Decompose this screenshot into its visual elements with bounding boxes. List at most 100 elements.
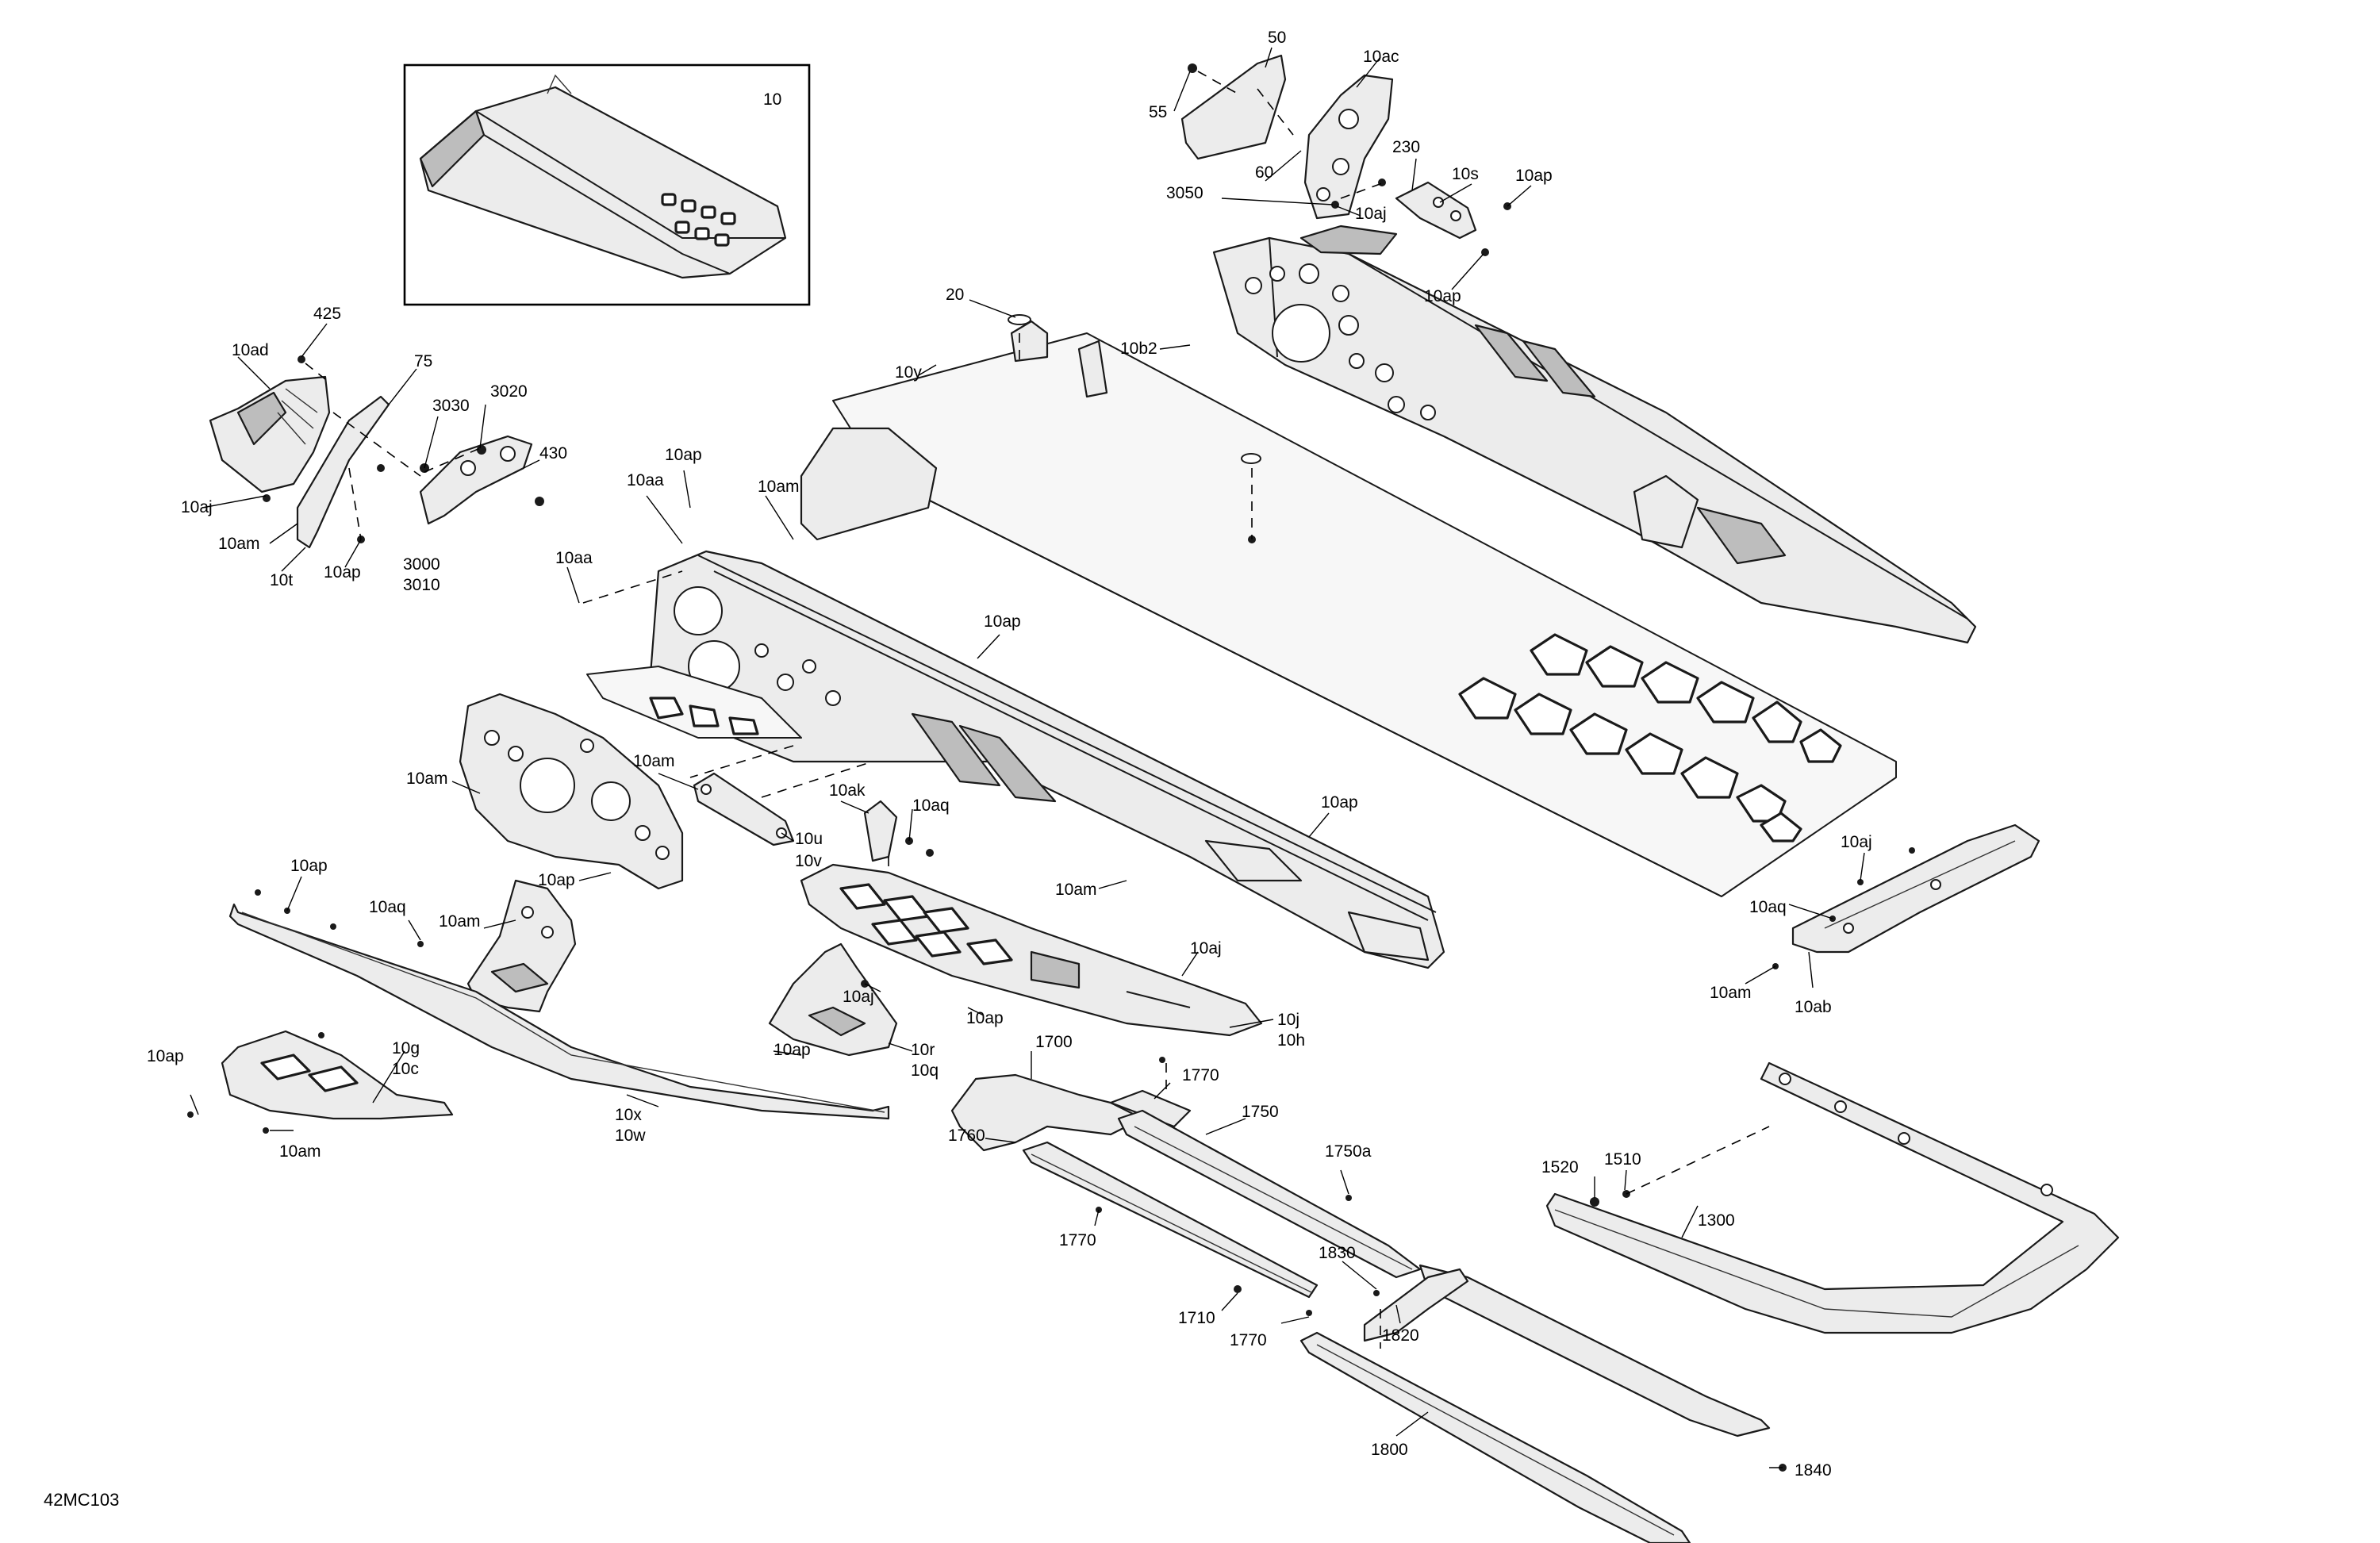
callout-label: 10am — [1710, 984, 1752, 1002]
callout-label: 1700 — [1035, 1033, 1073, 1051]
callout-label: 10g — [392, 1039, 420, 1057]
callout-label: 10q — [911, 1061, 939, 1080]
center-brackets — [693, 772, 934, 862]
callout-label: 10am — [1055, 881, 1097, 899]
callout-labels: 50 55 10ac 60 230 10s 10ap 3050 10aj 10a… — [147, 29, 1872, 1480]
callout-label: 10ap — [966, 1009, 1004, 1027]
callout-label: 10aa — [555, 549, 593, 567]
callout-label: 10aq — [369, 898, 406, 916]
callout-label: 1800 — [1371, 1441, 1408, 1459]
leader-lines — [190, 47, 1865, 1468]
callout-label: 10ad — [232, 341, 269, 359]
callout-label: 10ap — [538, 871, 575, 889]
rear-bumper-1300 — [1545, 1061, 2120, 1334]
callout-label: 10ap — [324, 563, 361, 582]
callout-label: 10ac — [1363, 48, 1399, 66]
front-skid-10g — [187, 1030, 454, 1134]
callout-label: 1770 — [1182, 1066, 1219, 1084]
callout-label: 10y — [895, 363, 922, 382]
callout-label: 10aj — [1190, 939, 1222, 958]
callout-label: 60 — [1255, 163, 1273, 182]
support-bracket-10ac — [1303, 74, 1394, 220]
callout-label: 1840 — [1795, 1461, 1832, 1480]
top-right-bracket-group — [1180, 54, 1511, 256]
callout-label: 10ap — [1515, 167, 1553, 185]
callout-label: 10v — [795, 852, 822, 870]
callout-label: 10s — [1452, 165, 1479, 183]
inset-frame-drawing — [419, 74, 787, 279]
diagram-reference-code: 42MC103 — [44, 1490, 119, 1510]
callout-label: 10h — [1277, 1031, 1305, 1050]
callout-label: 10u — [795, 830, 823, 848]
callout-label: 1750a — [1325, 1142, 1372, 1161]
inset-assembly-view: 10 — [403, 63, 811, 306]
left-upper-brackets — [209, 355, 544, 549]
inset-label: 10 — [763, 90, 781, 109]
arm-10t — [296, 395, 390, 549]
callout-label: 10am — [218, 535, 260, 553]
callout-label: 3010 — [403, 576, 440, 594]
bracket-10am-left — [466, 879, 577, 1013]
callout-label: 50 — [1268, 29, 1286, 47]
callout-label: 55 — [1149, 103, 1167, 121]
callout-label: 10aq — [1749, 898, 1787, 916]
callout-label: 10aq — [912, 796, 950, 815]
callout-label: 75 — [414, 352, 432, 370]
callout-label: 1510 — [1604, 1150, 1641, 1169]
callout-label: 10ap — [665, 446, 702, 464]
callout-label: 425 — [313, 305, 341, 323]
callout-label: 1750 — [1242, 1103, 1279, 1121]
callout-label: 10aa — [627, 471, 664, 489]
tunnel-top-plate — [800, 314, 1897, 897]
callout-label: 1300 — [1698, 1211, 1735, 1230]
callout-label: 10ap — [1424, 287, 1461, 305]
callout-label: 10ap — [1321, 793, 1358, 812]
callout-label: 10t — [270, 571, 293, 589]
callout-label: 10am — [758, 478, 800, 496]
callout-label: 10w — [615, 1127, 646, 1145]
callout-label: 10ap — [774, 1041, 811, 1059]
callout-label: 10am — [439, 912, 481, 931]
callout-label: 3000 — [403, 555, 440, 574]
callout-label: 10am — [279, 1142, 321, 1161]
callout-label: 1820 — [1382, 1326, 1419, 1345]
callout-label: 20 — [946, 286, 964, 304]
bracket-10ak — [863, 800, 898, 862]
rear-crossbar-10ab — [1772, 823, 2040, 969]
callout-label: 10ap — [147, 1047, 184, 1065]
assembly-guide-lines — [582, 88, 1770, 1349]
callout-label: 10am — [406, 770, 448, 788]
callout-label: 10aj — [1841, 833, 1872, 851]
callout-label: 10am — [633, 752, 675, 770]
tunnel-front-cap — [800, 427, 938, 541]
callout-label: 10aj — [181, 498, 213, 516]
callout-label: 10ak — [829, 781, 866, 800]
callout-label: 10ap — [290, 857, 328, 875]
tunnel-plate-slots — [1458, 633, 1842, 843]
callout-label: 3050 — [1166, 184, 1203, 202]
callout-label: 10r — [911, 1041, 935, 1059]
callout-label: 3020 — [490, 382, 528, 401]
callout-label: 10b2 — [1120, 340, 1157, 358]
callout-label: 10ab — [1795, 998, 1832, 1016]
bracket-10r — [768, 942, 898, 1057]
callout-label: 10j — [1277, 1011, 1299, 1029]
callout-label: 1770 — [1230, 1331, 1267, 1349]
bracket-10ad — [209, 375, 331, 493]
callout-label: 10aj — [843, 988, 874, 1006]
callout-label: 10x — [615, 1106, 642, 1124]
inset-slots — [661, 193, 736, 247]
right-side-rail — [1212, 225, 1977, 644]
callout-label: 1770 — [1059, 1231, 1096, 1249]
tunnel-mount-20 — [1010, 320, 1049, 363]
callout-label: 1830 — [1319, 1244, 1356, 1262]
callout-label: 10c — [392, 1060, 419, 1078]
callout-label: 3030 — [432, 397, 470, 415]
callout-label: 430 — [539, 444, 567, 463]
left-side-rail — [586, 550, 1445, 969]
front-skid-plate — [800, 863, 1263, 1037]
runner-1750 — [1117, 1109, 1422, 1279]
bracket-1820 — [1363, 1268, 1469, 1342]
callout-label: 230 — [1392, 138, 1420, 156]
